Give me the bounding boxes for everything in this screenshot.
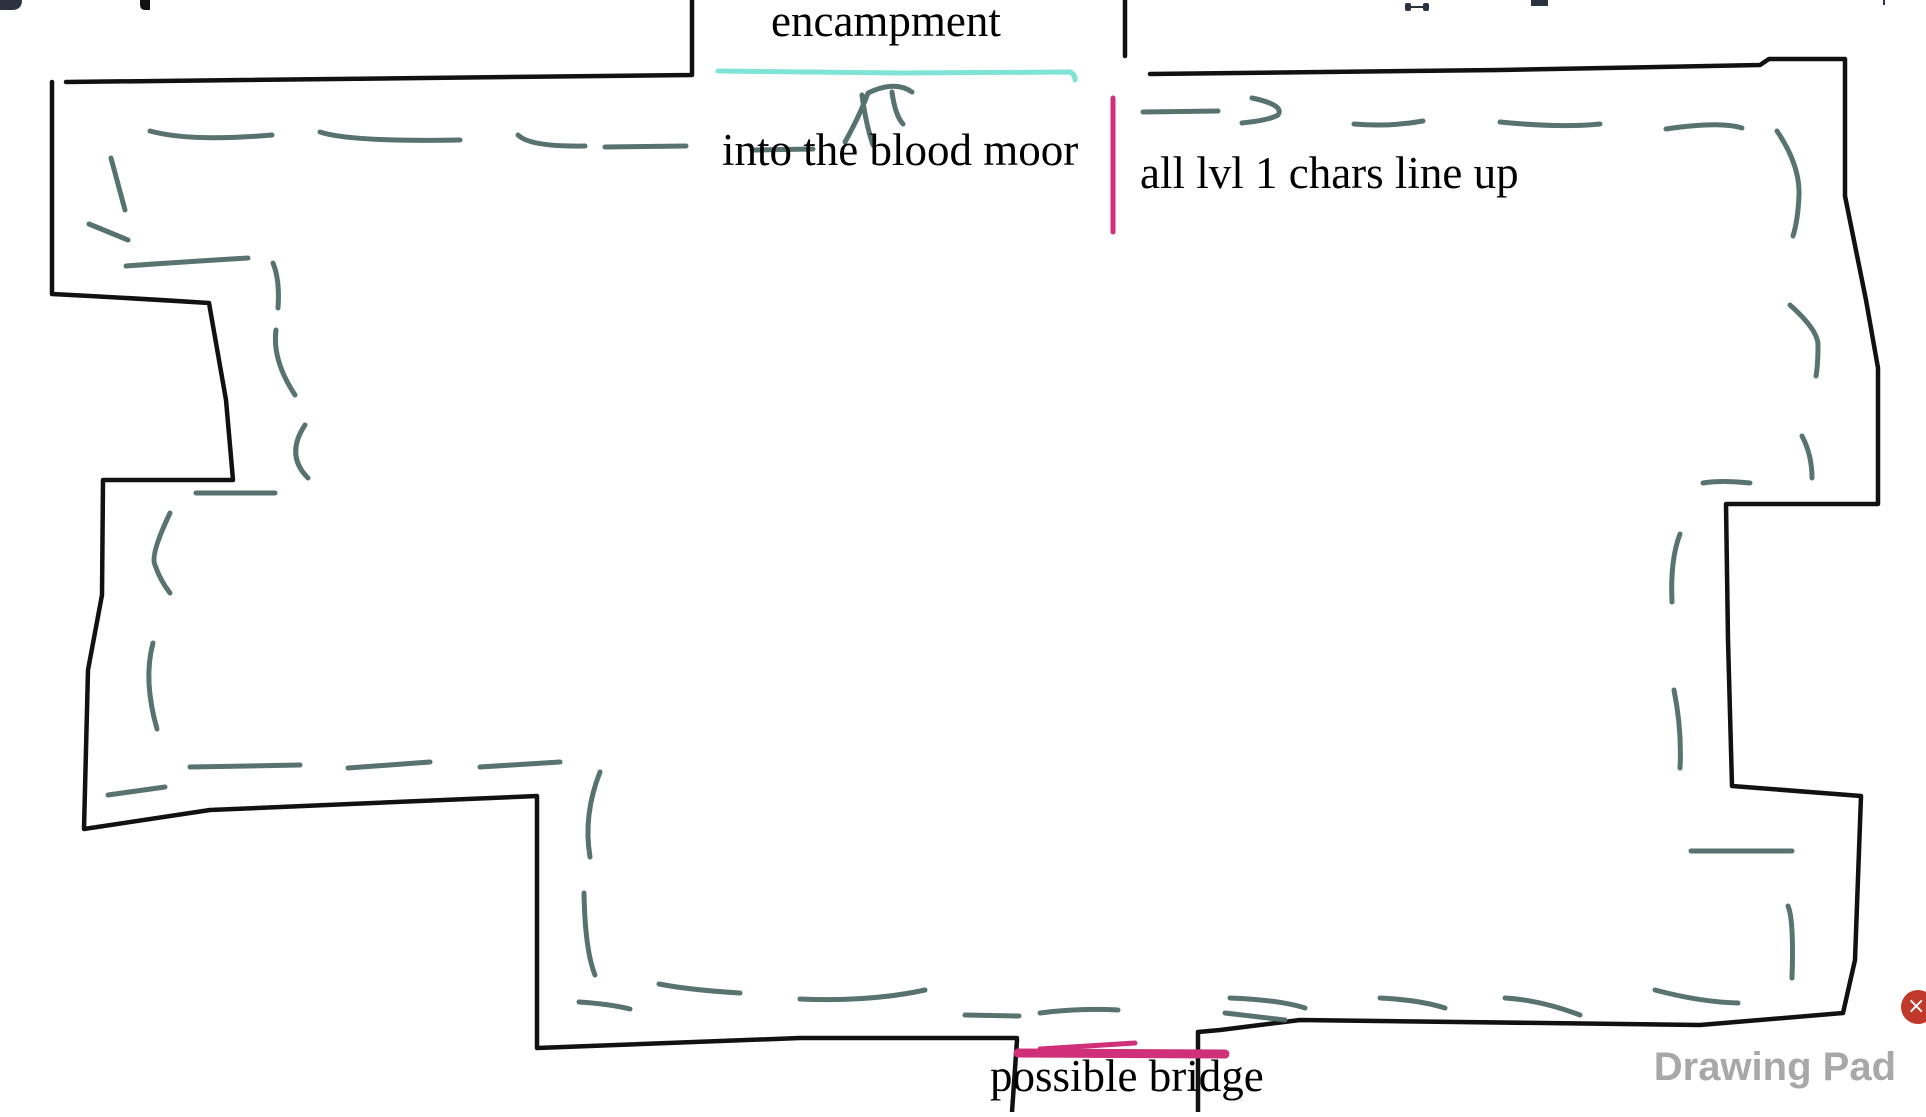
close-icon: × [1907, 994, 1926, 1019]
dashed-route [86, 83, 1821, 1023]
close-button[interactable]: × [1901, 990, 1926, 1024]
encampment-line [715, 68, 1078, 83]
bridge-marker [1013, 1048, 1230, 1059]
label-into-blood-moor: into the blood moor [722, 125, 1079, 175]
outer-walls [49, 0, 1881, 1115]
label-possible-bridge: possible bridge [990, 1051, 1264, 1101]
label-line-up: all lvl 1 chars line up [1140, 148, 1519, 198]
app-title: Drawing Pad [1653, 1045, 1896, 1089]
label-encampment: encampment [771, 0, 1001, 46]
toolbar-partial-icons [0, 0, 1885, 11]
